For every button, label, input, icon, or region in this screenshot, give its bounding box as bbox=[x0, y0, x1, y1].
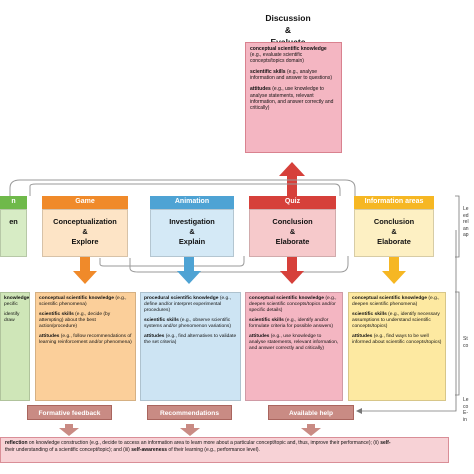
detail-item: attitudes (e.g., find ways to be well in… bbox=[352, 334, 442, 345]
header-game: Game bbox=[42, 196, 128, 209]
recommendations-label: Recommendations bbox=[147, 405, 232, 420]
down-arrow-feedback-3 bbox=[301, 424, 321, 436]
available-help-label: Available help bbox=[268, 405, 354, 420]
detail-item: scientific skills (e.g., observe scienti… bbox=[144, 318, 231, 329]
title-line-1: Discussion bbox=[265, 13, 311, 23]
stage-game: Conceptualization&Explore bbox=[42, 209, 128, 257]
loop-connector bbox=[129, 256, 349, 273]
feedback-loop bbox=[362, 230, 457, 412]
detail-item: scientific skills (e.g., identify necess… bbox=[352, 312, 440, 329]
detail-game: conceptual scientific knowledge (e.g., s… bbox=[35, 292, 136, 401]
detail-info: conceptual scientific knowledge (e.g., d… bbox=[348, 292, 446, 401]
loop-connector bbox=[99, 256, 245, 267]
feedback-loop-arrowhead bbox=[356, 408, 362, 414]
stage-animation: Investigation&Explain bbox=[150, 209, 234, 257]
header-quiz: Quiz bbox=[249, 196, 336, 209]
down-arrow-info bbox=[382, 257, 406, 284]
discussion-item: attitudes (e.g., use knowledge to analys… bbox=[250, 86, 334, 111]
loop-connector bbox=[29, 183, 341, 196]
bottom-note: reflection on knowledge construction (e.… bbox=[0, 437, 449, 463]
detail-item: scientific skills (e.g., identify and/or… bbox=[249, 318, 333, 329]
down-arrow-feedback-2 bbox=[180, 424, 200, 436]
down-arrow-animation bbox=[177, 257, 201, 284]
down-arrow-game bbox=[73, 257, 97, 284]
discussion-box: conceptual scientific knowledge (e.g., e… bbox=[245, 42, 342, 153]
down-arrow-quiz bbox=[280, 257, 304, 284]
header-animation: Animation bbox=[150, 196, 234, 209]
title-line-2: & bbox=[284, 25, 292, 35]
down-arrow-feedback-1 bbox=[59, 424, 79, 436]
detail-item: attitudes (e.g., find alternatives to va… bbox=[144, 334, 237, 345]
discussion-item: scientific skills (e.g., analyse informa… bbox=[250, 69, 332, 82]
loop-connector bbox=[9, 179, 356, 196]
formative-feedback-label: Formative feedback bbox=[27, 405, 112, 420]
stage-quiz: Conclusion&Elaborate bbox=[249, 209, 336, 257]
stage-info: Conclusion&Elaborate bbox=[354, 209, 434, 257]
detail-partial: knowledge pecific identify draw bbox=[0, 292, 30, 401]
detail-item: attitudes (e.g., use knowledge to analys… bbox=[249, 334, 339, 351]
right-brace-2 bbox=[455, 291, 460, 396]
detail-item: conceptual scientific knowledge (e.g., d… bbox=[352, 296, 440, 307]
header-partial: n bbox=[0, 196, 27, 209]
bottom-note-line-2: their understanding of a scientific conc… bbox=[5, 446, 260, 453]
bottom-note-line-1: reflection on knowledge construction (e.… bbox=[5, 440, 391, 446]
detail-item: conceptual scientific knowledge (e.g., d… bbox=[249, 296, 337, 313]
detail-item: knowledge pecific bbox=[4, 296, 30, 307]
detail-item: procedural scientific knowledge (e.g., d… bbox=[144, 296, 231, 313]
detail-item: attitudes (e.g., follow recommendations … bbox=[39, 334, 132, 345]
detail-item: scientific skills (e.g., decide (by atte… bbox=[39, 312, 111, 329]
detail-animation: procedural scientific knowledge (e.g., d… bbox=[140, 292, 241, 401]
discussion-item: conceptual scientific knowledge (e.g., e… bbox=[250, 46, 327, 65]
detail-item: identify draw bbox=[4, 312, 20, 323]
right-brace-1 bbox=[455, 195, 460, 258]
stage-partial: en bbox=[0, 209, 27, 257]
detail-item: conceptual scientific knowledge (e.g., s… bbox=[39, 296, 127, 307]
detail-quiz: conceptual scientific knowledge (e.g., d… bbox=[245, 292, 343, 401]
header-info: Information areas bbox=[354, 196, 434, 209]
